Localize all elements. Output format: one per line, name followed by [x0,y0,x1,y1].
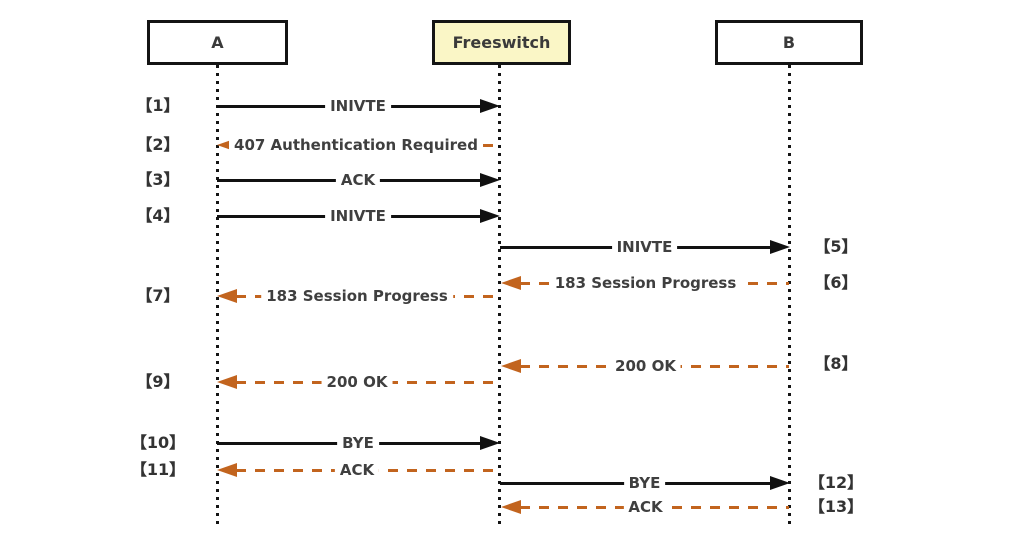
message-arrow: 183 Session Progress [217,286,496,306]
actor-label: B [782,33,796,52]
message-arrow: BYE [217,433,500,453]
arrowhead-left-icon [501,500,521,514]
sequence-number: 【9】 [136,372,180,391]
arrowhead-left-icon [217,375,237,389]
arrowhead-right-icon [480,173,500,187]
arrowhead-left-icon [217,463,237,477]
message-arrow: BYE [500,473,790,493]
lifeline-b [788,65,791,528]
arrowhead-left-icon [501,359,521,373]
message-arrow: ACK [217,460,496,480]
message-arrow: ACK [217,170,500,190]
message-label: 200 OK [321,373,393,391]
arrowhead-left-icon [217,289,237,303]
message-arrow: 200 OK [501,356,789,376]
message-label: BYE [623,474,666,492]
message-arrow: 407 Authentication Required [217,135,494,155]
message-label: 183 Session Progress [261,287,453,305]
message-arrow: INIVTE [217,206,500,226]
actor-box-a: A [147,20,288,65]
actor-box-b: B [715,20,863,65]
arrowhead-right-icon [480,99,500,113]
arrowhead-right-icon [770,476,790,490]
message-arrow: 183 Session Progress [501,273,789,293]
message-arrow: ACK [501,497,789,517]
message-label: 200 OK [610,357,681,375]
sequence-number: 【13】 [808,497,864,516]
sequence-number: 【7】 [136,286,180,305]
message-arrow: INIVTE [500,237,790,257]
message-label: 183 Session Progress [549,274,742,292]
sequence-number: 【6】 [814,273,858,292]
arrowhead-left-icon [501,276,521,290]
sequence-number: 【8】 [814,354,858,373]
actor-box-freeswitch: Freeswitch [432,20,571,65]
message-label: INIVTE [611,238,678,256]
sequence-number: 【3】 [136,170,180,189]
sequence-number: 【12】 [808,473,864,492]
message-label: INIVTE [325,97,391,115]
sequence-number: 【1】 [136,96,180,115]
message-label: ACK [623,498,668,516]
sequence-number: 【11】 [130,460,186,479]
message-label: ACK [335,171,381,189]
sequence-number: 【2】 [136,135,180,154]
message-label: 407 Authentication Required [229,136,483,154]
lifeline-freeswitch [498,65,501,528]
arrowhead-right-icon [480,209,500,223]
message-arrow: INIVTE [217,96,500,116]
actor-label: Freeswitch [452,33,551,52]
arrowhead-right-icon [770,240,790,254]
message-arrow: 200 OK [217,372,496,392]
message-label: ACK [334,461,380,479]
sequence-number: 【10】 [130,433,186,452]
arrowhead-right-icon [480,436,500,450]
message-label: BYE [337,434,379,452]
sequence-number: 【5】 [814,237,858,256]
message-label: INIVTE [325,207,391,225]
sequence-number: 【4】 [136,206,180,225]
actor-label: A [211,33,224,52]
